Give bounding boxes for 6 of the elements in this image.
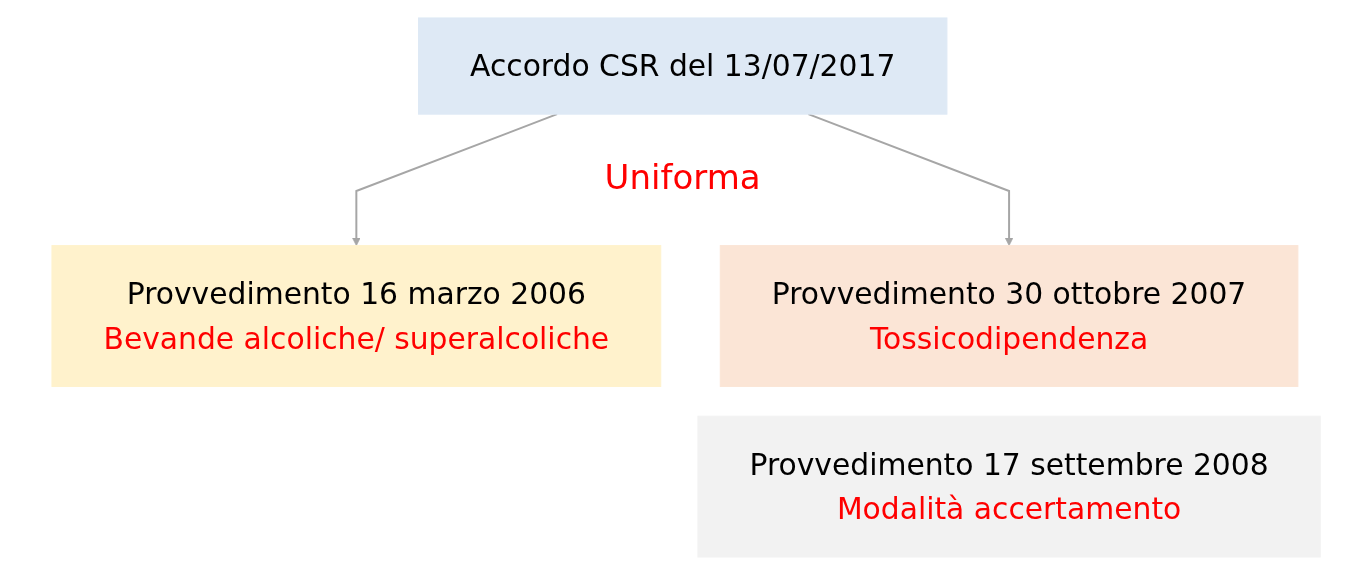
process-box: Provvedimento 30 ottobre 2007 Tossicodipendenza [719,245,1299,387]
annotation-text: Uniforma [604,159,761,197]
process-box: Provvedimento 16 marzo 2006 Bevande alcoliche/ superalcoliche [51,245,662,387]
process-box: Accordo CSR del 13/07/2017 [417,17,948,115]
process-box: Provvedimento 17 settembre 2008 Modalità accertamento [697,415,1321,558]
arrow [351,113,558,246]
